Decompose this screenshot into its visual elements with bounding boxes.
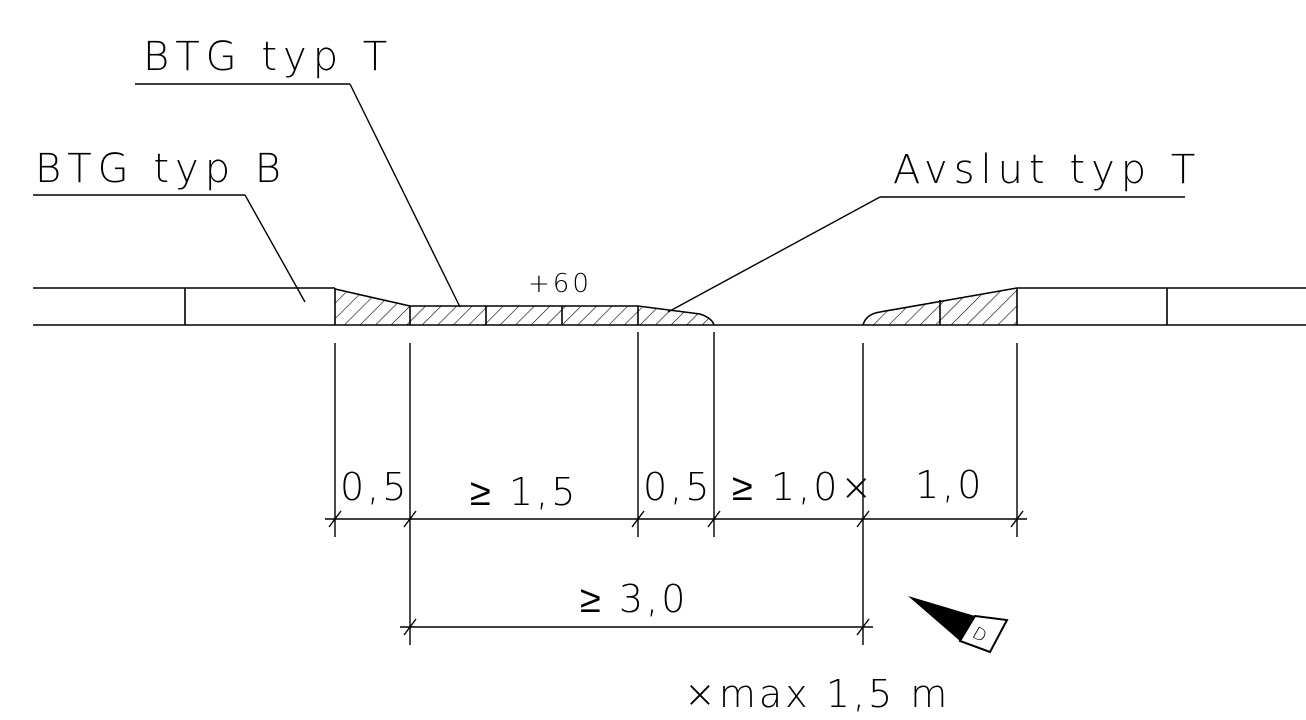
leader-btg-typ-t (135, 83, 461, 308)
footnote: ×max 1,5 m (684, 672, 950, 716)
label-height: +60 (528, 269, 592, 299)
label-btg-typ-t: BTG typ T (143, 34, 393, 80)
leader-avslut-typ-t (667, 196, 1185, 313)
extension-lines (334, 332, 1018, 645)
leader-btg-typ-b (33, 194, 306, 303)
dimension-line-segments (325, 510, 1027, 528)
dimension-seg2: ≥ 1,5 (470, 470, 578, 514)
direction-arrow-icon: D (908, 596, 1009, 654)
dimension-line-total (400, 618, 873, 636)
label-btg-typ-b: BTG typ B (35, 146, 287, 192)
dimension-seg5: 1,0 (915, 463, 984, 507)
dimension-seg4: ≥ 1,0× (732, 465, 875, 509)
dimension-seg3: 0,5 (643, 465, 712, 509)
dimension-seg1: 0,5 (340, 465, 409, 509)
pavement-outline (33, 287, 1306, 326)
dimension-total: ≥ 3,0 (580, 577, 688, 621)
label-avslut-typ-t: Avslut typ T (893, 147, 1201, 193)
